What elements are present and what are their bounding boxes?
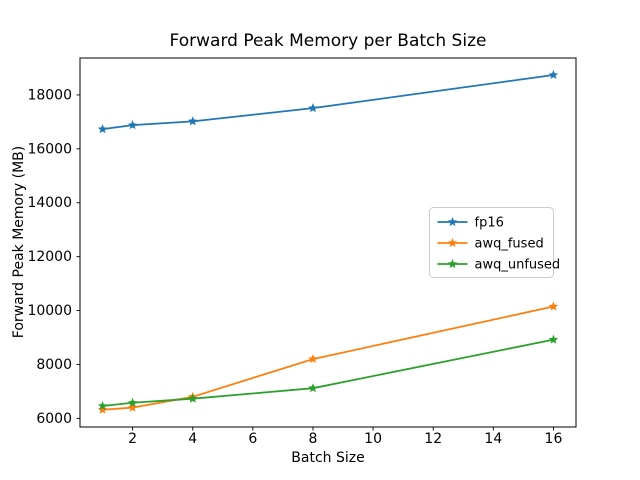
series-marker-awq_unfused [308,383,318,393]
series-marker-awq_unfused [187,393,198,403]
x-tick-label: 8 [309,431,318,447]
y-tick-label: 16000 [27,141,72,157]
x-tick-label: 14 [484,431,502,447]
x-tick-label: 4 [188,431,197,447]
y-tick-label: 14000 [27,195,72,211]
series-marker-fp16 [97,124,108,134]
series-line-fp16 [102,74,554,131]
series-marker-fp16 [548,69,559,80]
plot-frame [79,57,577,428]
y-tick-label: 10000 [27,303,72,319]
series-marker-fp16 [127,120,138,130]
y-tick-label: 8000 [36,357,72,373]
series-line-awq_unfused [102,338,554,407]
legend-box [429,207,554,278]
series-marker-awq_fused [548,301,559,311]
y-tick-label: 18000 [27,87,72,103]
series-marker-awq_fused [97,404,108,414]
series-marker-awq_unfused [548,334,559,344]
y-tick-label: 12000 [27,249,72,265]
series-line-awq_fused [102,305,554,411]
y-axis-label: Forward Peak Memory (MB) [11,145,27,339]
legend-swatch-marker [447,259,458,269]
x-tick-label: 6 [248,431,257,447]
legend-swatch-marker [447,238,458,248]
chart-title: Forward Peak Memory per Batch Size [169,31,487,51]
legend-label: awq_unfused [475,258,561,273]
series-marker-awq_fused [127,402,138,412]
x-tick-label: 2 [128,431,137,447]
legend-swatch-marker [447,217,458,227]
series-marker-awq_unfused [97,400,108,411]
series-marker-fp16 [308,103,318,113]
legend-label: awq_fused [475,237,544,252]
y-tick-label: 6000 [36,411,72,427]
legend-label: fp16 [475,216,504,231]
x-tick-label: 10 [364,431,382,447]
series-marker-awq_unfused [127,397,138,407]
series-marker-fp16 [187,116,198,126]
x-tick-label: 12 [424,431,442,447]
x-axis-label: Batch Size [291,450,365,466]
series-marker-awq_fused [308,354,318,364]
x-tick-label: 16 [545,431,563,447]
